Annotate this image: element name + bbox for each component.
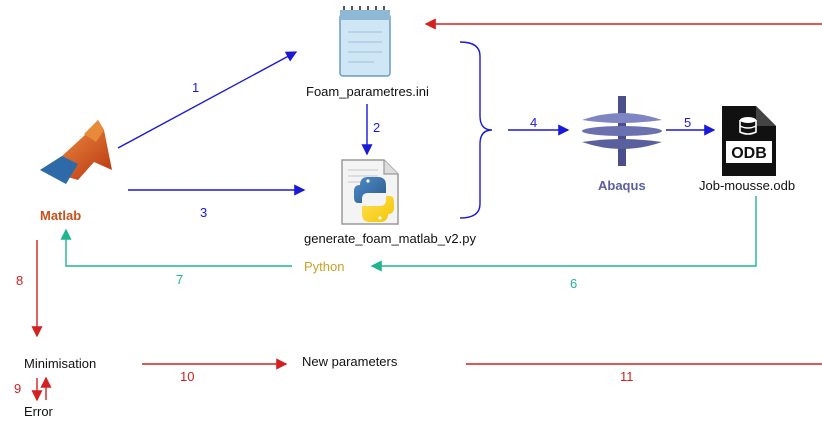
step-2: 2 (373, 120, 381, 135)
matlab-label: Matlab (40, 208, 82, 223)
arrow-1 (117, 51, 298, 149)
red-arrows (31, 18, 822, 402)
python-label: Python (304, 259, 345, 274)
step-8: 8 (16, 273, 24, 288)
odb-icon-text: ODB (731, 145, 767, 162)
matlab-logo-icon (40, 120, 112, 184)
notepad-icon (339, 6, 391, 77)
py-file-label: generate_foam_matlab_v2.py (304, 231, 477, 246)
step-7: 7 (176, 272, 184, 287)
bracket (459, 41, 493, 219)
step-1: 1 (192, 80, 200, 95)
step-10: 10 (180, 369, 195, 384)
minimisation-label: Minimisation (24, 356, 97, 371)
python-file-icon (341, 159, 399, 225)
odb-file-label: Job-mousse.odb (699, 178, 796, 193)
step-11: 11 (620, 369, 634, 384)
error-label: Error (24, 404, 53, 419)
abaqus-label: Abaqus (598, 178, 646, 193)
ini-file-label: Foam_parametres.ini (306, 84, 429, 99)
step-4: 4 (530, 115, 538, 130)
step-6: 6 (570, 276, 578, 291)
step-5: 5 (684, 115, 692, 130)
step-3: 3 (200, 205, 208, 220)
abaqus-logo-icon (582, 96, 662, 166)
odb-file-icon: ODB (722, 106, 776, 176)
blue-arrows (117, 41, 716, 219)
arrow-7 (60, 228, 292, 267)
arrow-6 (370, 196, 757, 272)
teal-arrows (60, 196, 757, 272)
step-9: 9 (14, 381, 22, 396)
new-parameters-label: New parameters (302, 354, 398, 369)
